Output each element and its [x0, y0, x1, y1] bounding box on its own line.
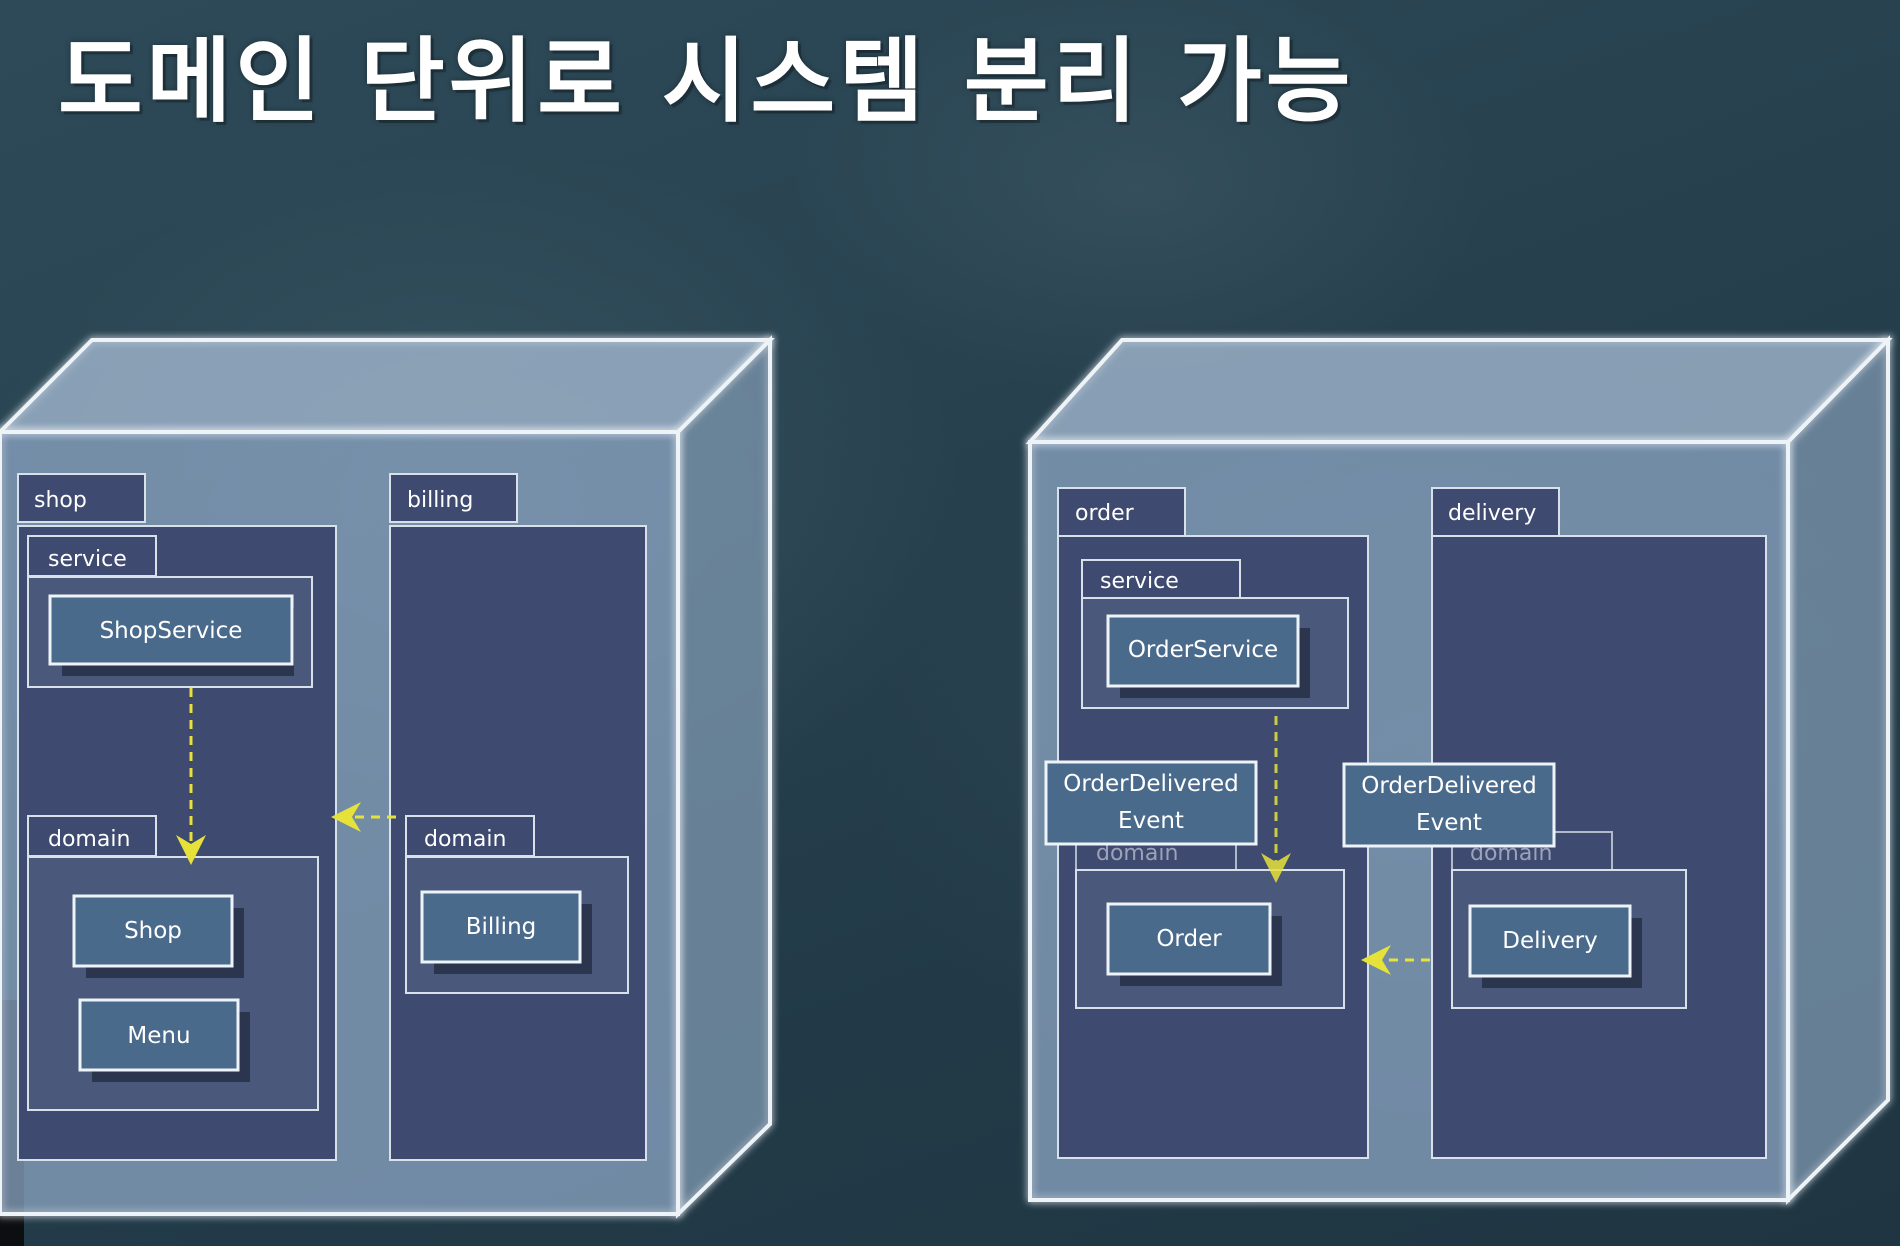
- billing-domain-label: domain: [424, 827, 506, 852]
- event-right-line2: Event: [1416, 810, 1482, 836]
- orderservice-label: OrderService: [1128, 637, 1278, 663]
- order-delivered-event-right: OrderDelivered Event: [1342, 762, 1556, 848]
- delivery-label: Delivery: [1502, 928, 1597, 954]
- shop-domain-label: domain: [48, 827, 130, 852]
- delivery-package-label: delivery: [1448, 501, 1536, 526]
- shopservice-class: ShopService: [48, 594, 294, 676]
- order-label: Order: [1156, 926, 1222, 952]
- shop-label: Shop: [124, 918, 182, 944]
- orderservice-class: OrderService: [1106, 614, 1310, 698]
- page-title: 도메인 단위로 시스템 분리 가능: [58, 28, 1355, 135]
- event-right-line1: OrderDelivered: [1361, 773, 1536, 799]
- shopservice-label: ShopService: [100, 618, 243, 644]
- menu-label: Menu: [127, 1023, 190, 1049]
- shop-service-label: service: [48, 547, 127, 572]
- menu-class: Menu: [78, 998, 250, 1082]
- billing-class: Billing: [420, 890, 592, 974]
- order-class: Order: [1106, 902, 1282, 986]
- shop-package-label: shop: [34, 488, 87, 513]
- billing-package-label: billing: [407, 488, 473, 513]
- order-delivered-event-left: OrderDelivered Event: [1044, 760, 1258, 846]
- event-left-line2: Event: [1118, 808, 1184, 834]
- shop-class: Shop: [72, 894, 244, 978]
- billing-label: Billing: [466, 914, 537, 940]
- order-service-label: service: [1100, 569, 1179, 594]
- delivery-class: Delivery: [1468, 904, 1642, 988]
- event-left-line1: OrderDelivered: [1063, 771, 1238, 797]
- order-package-label: order: [1075, 501, 1135, 526]
